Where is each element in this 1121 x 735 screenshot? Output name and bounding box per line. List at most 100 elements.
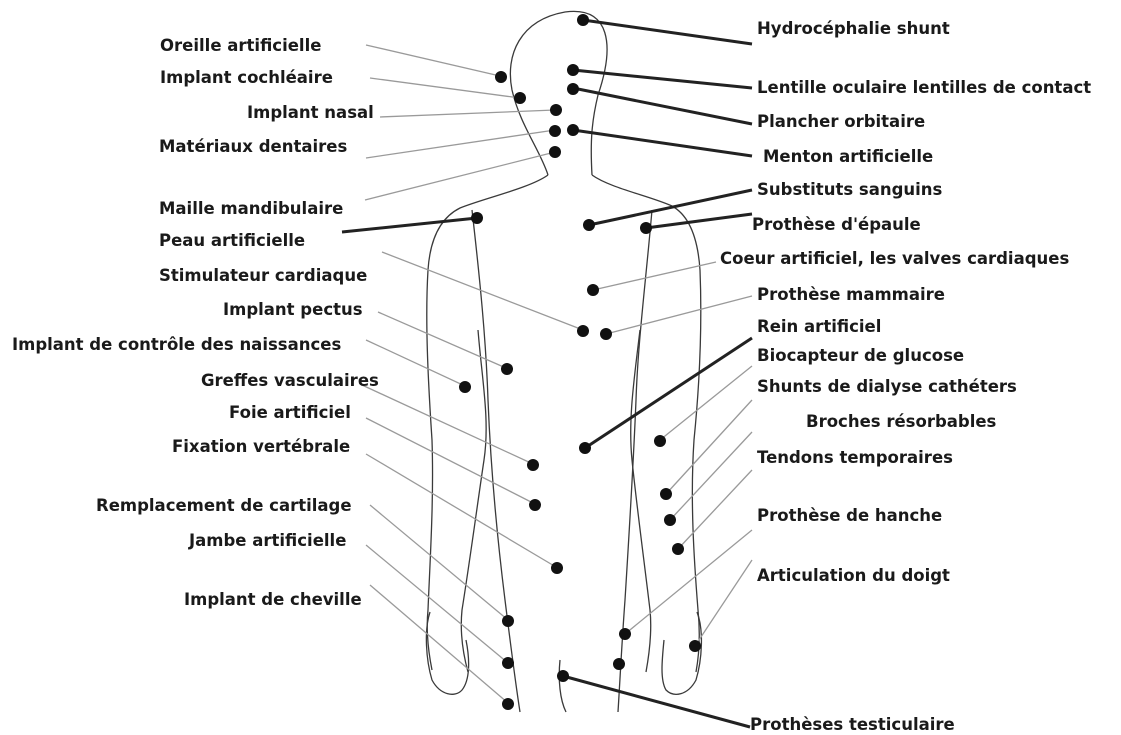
leader-controle <box>366 340 465 386</box>
label-maille-mandibulaire: Maille mandibulaire <box>159 199 343 218</box>
leader-biocapteur <box>660 366 752 440</box>
marker-testiculaire <box>557 670 569 682</box>
label-stimulateur-cardiaque: Stimulateur cardiaque <box>159 266 367 285</box>
left-labels: Oreille artificielle Implant cochléaire … <box>12 36 379 609</box>
label-menton-artificielle: Menton artificielle <box>763 147 933 166</box>
marker-greffes <box>527 459 539 471</box>
marker-biocapteur <box>654 435 666 447</box>
right-shoulder-arm-outline <box>592 175 701 672</box>
label-tendons-temporaires: Tendons temporaires <box>757 448 953 467</box>
label-remplacement-cartilage: Remplacement de cartilage <box>96 496 352 515</box>
marker-pectus <box>501 363 513 375</box>
marker-mandibulaire <box>549 146 561 158</box>
label-hydrocephalie-shunt: Hydrocéphalie shunt <box>757 19 950 38</box>
leader-lines <box>342 20 752 727</box>
leader-menton <box>573 130 752 156</box>
leader-substituts <box>589 190 752 225</box>
leader-jambe <box>366 545 508 663</box>
label-substituts-sanguins: Substituts sanguins <box>757 180 943 199</box>
leader-peau <box>342 218 477 232</box>
leader-foie <box>366 418 535 504</box>
marker-peau <box>471 212 483 224</box>
leader-doigt <box>695 560 752 646</box>
marker-doigt <box>689 640 701 652</box>
label-greffes-vasculaires: Greffes vasculaires <box>201 371 379 390</box>
marker-broches <box>664 514 676 526</box>
label-implant-controle-naissances: Implant de contrôle des naissances <box>12 335 341 354</box>
leader-testiculaire <box>563 676 750 727</box>
label-implant-nasal: Implant nasal <box>247 103 374 122</box>
label-lentille-oculaire: Lentille oculaire lentilles de contact <box>757 78 1091 97</box>
label-plancher-orbitaire: Plancher orbitaire <box>757 112 925 131</box>
marker-substituts <box>583 219 595 231</box>
label-shunts-dialyse: Shunts de dialyse cathéters <box>757 377 1017 396</box>
leader-hanche <box>625 530 752 634</box>
leader-rein <box>585 338 752 448</box>
label-articulation-doigt: Articulation du doigt <box>757 566 950 585</box>
right-labels: Hydrocéphalie shunt Lentille oculaire le… <box>720 19 1091 734</box>
left-torso-outline <box>472 210 520 712</box>
label-materiaux-dentaires: Matériaux dentaires <box>159 137 347 156</box>
leader-fixation <box>366 454 556 567</box>
leader-lentille <box>573 70 752 88</box>
marker-epaule <box>640 222 652 234</box>
label-peau-artificielle: Peau artificielle <box>159 231 305 250</box>
marker-rein <box>579 442 591 454</box>
leader-dialyse <box>666 400 752 494</box>
crotch-outline <box>559 660 566 712</box>
marker-hanche-2 <box>613 658 625 670</box>
body-outline <box>426 11 701 712</box>
marker-nasal <box>550 104 562 116</box>
label-implant-pectus: Implant pectus <box>223 300 363 319</box>
label-protheses-testiculaire: Prothèses testiculaire <box>750 715 955 734</box>
label-prothese-epaule: Prothèse d'épaule <box>752 215 921 234</box>
label-oreille-artificielle: Oreille artificielle <box>160 36 321 55</box>
leader-mandibulaire <box>365 152 555 200</box>
marker-dialyse <box>660 488 672 500</box>
marker-cheville <box>502 698 514 710</box>
label-biocapteur-glucose: Biocapteur de glucose <box>757 346 964 365</box>
leader-pectus <box>378 312 506 368</box>
label-broches-resorbables: Broches résorbables <box>806 412 997 431</box>
leader-greffes <box>362 385 533 464</box>
label-coeur-artificiel: Coeur artificiel, les valves cardiaques <box>720 249 1069 268</box>
marker-menton <box>567 124 579 136</box>
marker-mammaire <box>600 328 612 340</box>
marker-jambe <box>502 657 514 669</box>
leader-epaule <box>646 214 752 228</box>
marker-fixation <box>551 562 563 574</box>
marker-tendons <box>672 543 684 555</box>
marker-dentaires <box>549 125 561 137</box>
leader-hydrocephalie <box>583 20 752 44</box>
label-jambe-artificielle: Jambe artificielle <box>188 531 346 550</box>
label-rein-artificiel: Rein artificiel <box>757 317 881 336</box>
leader-dentaires <box>366 130 555 158</box>
label-fixation-vertebrale: Fixation vertébrale <box>172 437 350 456</box>
marker-stimulateur <box>577 325 589 337</box>
leader-mammaire <box>606 296 752 334</box>
marker-plancher <box>567 83 579 95</box>
label-prothese-hanche: Prothèse de hanche <box>757 506 942 525</box>
leader-oreille <box>366 45 500 76</box>
marker-hanche <box>619 628 631 640</box>
leader-plancher <box>573 88 752 124</box>
marker-coeur <box>587 284 599 296</box>
implant-markers <box>459 14 701 710</box>
marker-cochleaire <box>514 92 526 104</box>
marker-hydrocephalie <box>577 14 589 26</box>
marker-cartilage <box>502 615 514 627</box>
label-prothese-mammaire: Prothèse mammaire <box>757 285 945 304</box>
label-implant-cochleaire: Implant cochléaire <box>160 68 333 87</box>
marker-lentille <box>567 64 579 76</box>
marker-oreille <box>495 71 507 83</box>
leader-coeur <box>593 262 716 290</box>
label-foie-artificiel: Foie artificiel <box>229 403 351 422</box>
right-hand-outline <box>662 612 701 694</box>
leader-nasal <box>380 110 555 117</box>
left-shoulder-arm-outline <box>427 175 548 670</box>
marker-controle <box>459 381 471 393</box>
marker-foie <box>529 499 541 511</box>
label-implant-cheville: Implant de cheville <box>184 590 362 609</box>
leader-tendons <box>678 470 752 549</box>
